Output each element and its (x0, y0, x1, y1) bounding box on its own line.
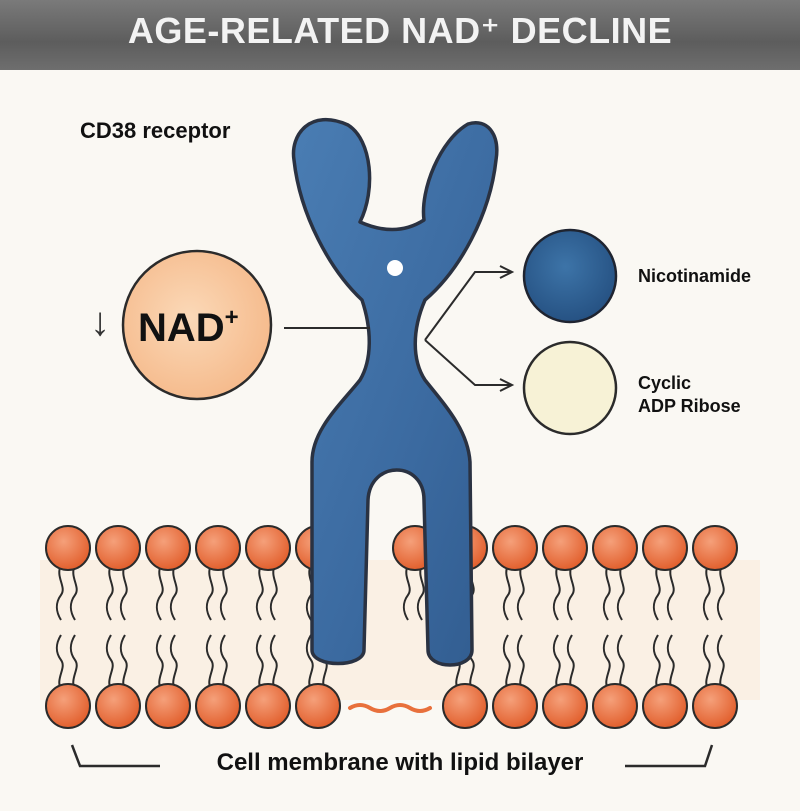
diagram-title: AGE-RELATED NAD⁺ DECLINE (127, 10, 673, 51)
lipid-head-bottom (542, 683, 588, 729)
lipid-tail-top-1 (119, 564, 128, 621)
arrow-to-nicotinamide (424, 271, 510, 341)
lipid-tail-bottom-0 (255, 634, 264, 691)
membrane-bracket-right (625, 744, 714, 768)
lipid-head-top (692, 525, 738, 571)
lipid-tail-top-0 (702, 564, 711, 621)
membrane-wash (40, 560, 760, 700)
lipid-head-top (195, 525, 241, 571)
lipid-head-bottom (592, 683, 638, 729)
lipid-tail-top-0 (652, 564, 661, 621)
lipid-head-bottom (145, 683, 191, 729)
lipid-head-top (542, 525, 588, 571)
membrane-label: Cell membrane with lipid bilayer (216, 749, 584, 776)
lipid-head-bottom (195, 683, 241, 729)
lipid-tail-top-1 (716, 564, 725, 621)
cadpr-circle (522, 340, 618, 436)
lipid-tail-bottom-1 (169, 634, 178, 691)
lipid-tail-top-1 (416, 564, 425, 621)
lipid-head-top (642, 525, 688, 571)
nicotinamide-label: Nicotinamide (638, 266, 752, 286)
decline-arrow-icon: ↓ (90, 300, 110, 344)
lipid-tail-bottom-1 (666, 634, 675, 691)
lipid-head-top (245, 525, 291, 571)
lipid-tail-bottom-0 (602, 634, 611, 691)
lipid-heads-bottom (45, 683, 738, 729)
lipid-tail-bottom-0 (702, 634, 711, 691)
lipid-head-bottom (295, 683, 341, 729)
nicotinamide-circle (522, 228, 618, 324)
lipid-head-top (45, 525, 91, 571)
lipid-tail-bottom-1 (716, 634, 725, 691)
lipid-tail-top-0 (55, 564, 64, 621)
nad-label-text: NAD (138, 306, 225, 350)
lipid-head-bottom (442, 683, 488, 729)
lipid-tail-bottom-0 (305, 634, 314, 691)
lipid-tail-bottom-1 (119, 634, 128, 691)
cd38-receptor-shape (291, 118, 499, 667)
lipid-tail-top-1 (269, 564, 278, 621)
lipid-tail-bottom-0 (105, 634, 114, 691)
lipid-tail-top-1 (566, 564, 575, 621)
title-banner: AGE-RELATED NAD⁺ DECLINE (0, 0, 800, 70)
nad-circle (121, 249, 273, 401)
lipid-tail-bottom-0 (155, 634, 164, 691)
lipid-head-bottom (692, 683, 738, 729)
lipid-tail-top-1 (516, 564, 525, 621)
lipid-tail-bottom-0 (55, 634, 64, 691)
membrane-bracket-left (70, 744, 160, 768)
nad-label: NAD+ (138, 304, 239, 351)
lipid-tail-top-1 (666, 564, 675, 621)
nad-label-superscript: + (224, 304, 239, 331)
lipid-tail-top-0 (502, 564, 511, 621)
lipid-head-bottom (45, 683, 91, 729)
arrowhead-cadpr (499, 378, 515, 392)
lipid-tail-bottom-1 (219, 634, 228, 691)
lipid-head-bottom (245, 683, 291, 729)
lipid-tail-top-0 (402, 564, 411, 621)
lipid-tail-bottom-0 (652, 634, 661, 691)
arrow-to-cadpr (424, 339, 510, 386)
lipid-tail-bottom-1 (616, 634, 625, 691)
lipid-tail-top-0 (155, 564, 164, 621)
lipid-head-bottom (492, 683, 538, 729)
lipid-tail-bottom-0 (205, 634, 214, 691)
cd38-receptor-label: CD38 receptor (80, 118, 231, 143)
lipid-head-top (145, 525, 191, 571)
lipid-tail-top-0 (255, 564, 264, 621)
lipid-tail-top-1 (616, 564, 625, 621)
lipid-tail-top-0 (105, 564, 114, 621)
receptor-binding-site (387, 260, 403, 276)
lipid-tail-bottom-1 (69, 634, 78, 691)
lipid-tail-top-0 (602, 564, 611, 621)
lipid-tail-top-0 (205, 564, 214, 621)
lipid-head-bottom (642, 683, 688, 729)
lipid-tail-bottom-0 (502, 634, 511, 691)
lipid-head-top (95, 525, 141, 571)
lipid-head-bottom (95, 683, 141, 729)
cyclic-adp-ribose-label: Cyclic ADP Ribose (638, 373, 741, 416)
arrowhead-nicotinamide (499, 265, 515, 279)
lipid-head-top (492, 525, 538, 571)
lipid-tail-top-0 (552, 564, 561, 621)
lipid-tail-top-1 (219, 564, 228, 621)
lipid-tail-bottom-0 (552, 634, 561, 691)
lipid-tail-bottom-1 (566, 634, 575, 691)
lipid-tail-top-1 (169, 564, 178, 621)
lipid-heads-top (45, 525, 738, 571)
lipid-tail-bottom-1 (516, 634, 525, 691)
lipid-tail-bottom-1 (269, 634, 278, 691)
broken-lipid-strand (348, 703, 432, 713)
lipid-head-top (592, 525, 638, 571)
lipid-tail-top-1 (69, 564, 78, 621)
